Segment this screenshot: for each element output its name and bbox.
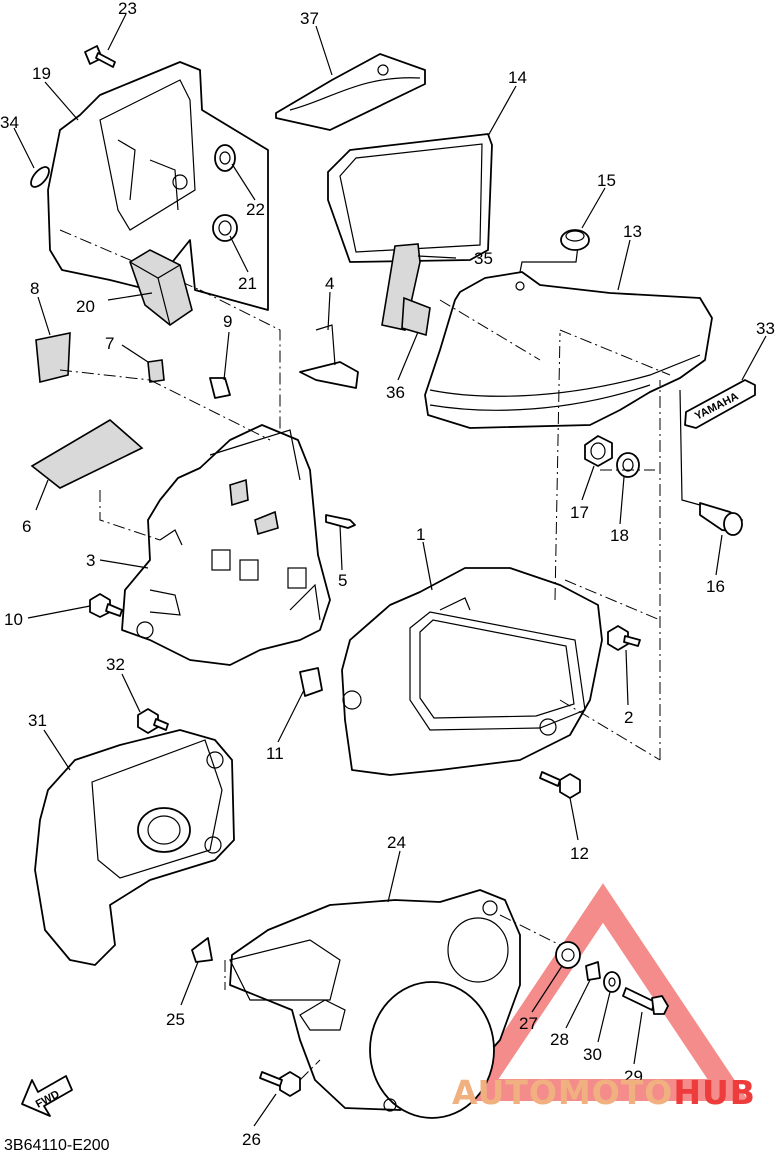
- callout-27: 27: [519, 1014, 538, 1033]
- callout-14: 14: [508, 68, 527, 87]
- watermark-text: AUTOMOTOHUB: [452, 1073, 756, 1112]
- callout-33: 33: [756, 319, 775, 338]
- clip-part-9: [209, 377, 231, 399]
- callout-17: 17: [570, 503, 589, 522]
- callout-11: 11: [266, 744, 284, 763]
- callout-15: 15: [597, 171, 616, 190]
- bolt-part-29: [622, 987, 669, 1015]
- callout-6: 6: [22, 517, 31, 536]
- fwd-arrow-icon: FWD: [21, 1075, 73, 1117]
- callout-34: 34: [0, 113, 19, 132]
- electrical-box-part-3: [121, 424, 331, 666]
- air-box-cover-part-1: [341, 332, 661, 776]
- damper-part-27: [555, 941, 581, 969]
- leader-lines: [13, 13, 767, 1127]
- callout-21: 21: [238, 274, 257, 293]
- left-side-cover-part-19: [47, 61, 269, 311]
- watermark-part1: AUTOMOTO: [452, 1073, 673, 1112]
- sprocket-cover-part-31: [34, 729, 235, 966]
- callout-4: 4: [325, 274, 334, 293]
- callout-30: 30: [583, 1045, 602, 1064]
- bracket-part-4: [299, 324, 359, 389]
- callout-22: 22: [246, 200, 265, 219]
- pad-part-7: [147, 359, 165, 383]
- callout-32: 32: [106, 655, 125, 674]
- callout-31: 31: [28, 711, 47, 730]
- diagram-code: 3B64110-E200: [4, 1137, 110, 1154]
- callout-1: 1: [416, 525, 425, 544]
- grommet-part-22: [214, 144, 236, 172]
- watermark-logo: [457, 883, 749, 1101]
- bolt-part-10: [89, 593, 123, 618]
- watermark-part2: HUB: [673, 1073, 756, 1112]
- washer-part-30: [603, 971, 621, 993]
- right-side-cover-part-13: [424, 245, 713, 429]
- nut-part-17: [584, 435, 613, 467]
- collar-part-28: [585, 961, 601, 981]
- bolt-part-26: [259, 1059, 321, 1097]
- callout-20: 20: [76, 297, 95, 316]
- seal-part-25: [191, 937, 213, 963]
- pad-part-8: [35, 332, 71, 384]
- clip-part-11: [299, 667, 323, 697]
- damper-part-20: [129, 249, 193, 326]
- callout-10: 10: [4, 610, 23, 629]
- crankcase-cover-part-24: [224, 889, 561, 1119]
- callout-23: 23: [118, 0, 137, 18]
- screw-part-23: [84, 45, 116, 68]
- callout-5: 5: [338, 571, 347, 590]
- callout-37: 37: [300, 9, 319, 28]
- callout-7: 7: [105, 334, 114, 353]
- callout-35: 35: [474, 249, 493, 268]
- callout-3: 3: [86, 551, 95, 570]
- callout-12: 12: [570, 844, 589, 863]
- callout-36: 36: [386, 383, 405, 402]
- emblem-part-33: YAMAHA: [684, 379, 756, 429]
- callout-24: 24: [387, 833, 406, 852]
- pad-part-35: [381, 243, 421, 331]
- pad-part-6: [30, 419, 144, 489]
- callout-8: 8: [30, 279, 39, 298]
- clip-part-34: [30, 166, 50, 188]
- panel-part-14: [327, 133, 493, 263]
- lock-part-16: [679, 389, 743, 536]
- bolt-part-12: [539, 771, 581, 799]
- pad-part-36: [401, 296, 431, 337]
- callout-16: 16: [706, 577, 725, 596]
- callout-9: 9: [223, 312, 232, 331]
- bolt-part-32: [137, 708, 169, 734]
- sheet-part-37: [275, 53, 426, 131]
- callout-26: 26: [242, 1130, 261, 1149]
- grommet-part-21: [212, 214, 238, 242]
- callout-18: 18: [610, 526, 629, 545]
- grommet-part-18: [600, 452, 655, 478]
- callout-25: 25: [166, 1010, 185, 1029]
- pin-part-5: [325, 514, 356, 529]
- bolt-part-2: [607, 625, 641, 651]
- callout-19: 19: [32, 64, 51, 83]
- callout-29: 29: [624, 1067, 643, 1086]
- grommet-part-15: [560, 229, 590, 251]
- callout-28: 28: [550, 1030, 569, 1049]
- callout-2: 2: [624, 708, 633, 727]
- callout-13: 13: [623, 222, 642, 241]
